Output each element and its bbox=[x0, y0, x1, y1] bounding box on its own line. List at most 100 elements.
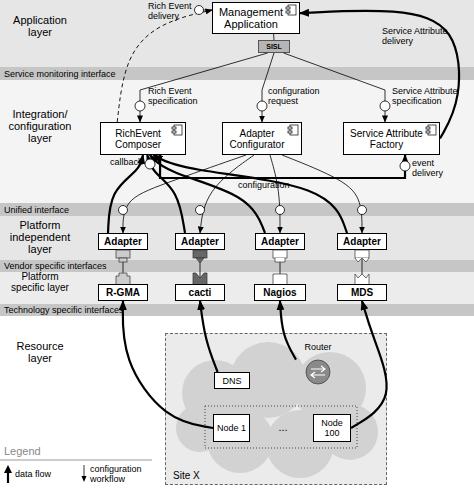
legend-text: data flow bbox=[15, 469, 75, 479]
data-flow-arrow bbox=[351, 301, 387, 428]
node-group-outline bbox=[205, 406, 357, 448]
component-box: RichEvent Composer bbox=[100, 122, 186, 155]
platform-socket bbox=[273, 274, 287, 284]
component-icon-tab bbox=[426, 131, 430, 133]
platform-socket bbox=[355, 274, 369, 284]
data-flow-arrow bbox=[150, 155, 265, 233]
config-arrow bbox=[140, 53, 268, 122]
data-flow-arrow bbox=[300, 11, 459, 139]
interface-tag: SISL bbox=[258, 40, 290, 53]
annotation-label: Resource layer bbox=[4, 340, 76, 364]
interface-circle bbox=[195, 6, 204, 15]
legend-data-flow-sample bbox=[7, 472, 9, 483]
adapter-plug-tip bbox=[275, 258, 285, 262]
node-text: Adapter bbox=[343, 236, 381, 247]
plug-link bbox=[200, 250, 201, 284]
node-text: R-GMA bbox=[106, 287, 140, 298]
cloud-lobe bbox=[207, 407, 273, 473]
node-text: Site X bbox=[173, 470, 200, 481]
config-arrow bbox=[200, 155, 254, 233]
component-icon-tab bbox=[288, 127, 292, 129]
node-text: SISL bbox=[266, 43, 282, 50]
node-text: Adapter bbox=[104, 236, 142, 247]
adapter-box: Adapter bbox=[175, 233, 225, 250]
callback-circle bbox=[145, 159, 155, 169]
component-box: Management Application bbox=[212, 2, 300, 34]
server-box: DNS bbox=[214, 372, 250, 389]
platform-socket bbox=[116, 273, 130, 284]
component-box: Service Attribute Factory bbox=[343, 122, 440, 155]
interface-circle bbox=[257, 101, 267, 111]
event-delivery-circle bbox=[400, 161, 410, 171]
interface-label: configuration request bbox=[268, 86, 330, 106]
node-text: Adapter bbox=[261, 236, 299, 247]
node-text: Adapter Configurator bbox=[225, 128, 289, 150]
annotation-label: Legend bbox=[4, 446, 64, 457]
annotation-label: Integration/ configuration layer bbox=[4, 108, 76, 144]
data-flow-arrow bbox=[200, 301, 218, 372]
site-backdrop bbox=[165, 333, 387, 485]
config-arrow bbox=[284, 53, 385, 122]
router-icon bbox=[306, 360, 330, 384]
plug-link bbox=[280, 250, 281, 284]
node-text: Technology specific interfaces bbox=[4, 305, 124, 315]
plug-connectors bbox=[116, 250, 369, 284]
node-text: Service monitoring interface bbox=[4, 69, 116, 79]
interface-circle bbox=[196, 206, 205, 215]
component-icons bbox=[172, 5, 436, 135]
interface-circle bbox=[276, 206, 285, 215]
legend-data-flow-head bbox=[4, 465, 12, 473]
host-box: Node 100 bbox=[313, 414, 351, 442]
node-text: Management Application bbox=[215, 6, 287, 30]
platform-box: R-GMA bbox=[98, 284, 148, 301]
node-text: DNS bbox=[222, 376, 241, 386]
interface-circle bbox=[380, 101, 390, 111]
config-arrow bbox=[262, 53, 274, 122]
dashed-delivery-arrow bbox=[117, 10, 212, 122]
node-text: Service Attribute Factory bbox=[346, 128, 427, 150]
interface-circle bbox=[358, 206, 367, 215]
annotation-label: ... bbox=[270, 422, 296, 433]
component-icon-tab bbox=[172, 131, 176, 133]
adapter-plug bbox=[273, 250, 287, 258]
interface-label: event delivery bbox=[412, 158, 467, 178]
legend-config-head bbox=[82, 476, 87, 482]
node-text: Unified interface bbox=[4, 205, 69, 215]
platform-specific-region bbox=[0, 272, 474, 304]
component-icon-tab bbox=[288, 131, 292, 133]
adapter-plug-tip bbox=[196, 258, 204, 263]
config-arrow bbox=[270, 155, 280, 233]
node-text: Vendor specific interfaces bbox=[4, 261, 107, 271]
component-icon-tab bbox=[172, 127, 176, 129]
platform-independent-region bbox=[0, 216, 474, 260]
interface-label: Service Attribute specification bbox=[392, 86, 472, 106]
interface-stalk bbox=[203, 10, 212, 11]
annotation-label: Platform specific layer bbox=[4, 272, 76, 293]
node-text: Node 100 bbox=[314, 418, 350, 438]
node-text: Nagios bbox=[263, 287, 296, 298]
site-region: Site XDNSRouterNode 1Node 100 bbox=[165, 333, 387, 485]
router-node: Router bbox=[296, 342, 340, 386]
component-icon bbox=[174, 125, 182, 135]
adapter-plug bbox=[355, 250, 369, 258]
adapter-box: Adapter bbox=[255, 233, 305, 250]
interface-lollipops bbox=[119, 6, 411, 215]
plug-link bbox=[362, 250, 363, 284]
node-text: RichEvent Composer bbox=[103, 128, 173, 150]
plug-link bbox=[123, 250, 124, 284]
legend-text: configuration workflow bbox=[90, 464, 156, 484]
legend-rule bbox=[0, 460, 152, 461]
annotation-label: Application layer bbox=[4, 14, 76, 38]
interface-band: Unified interface bbox=[0, 203, 474, 216]
component-icon bbox=[428, 125, 436, 135]
annotation-label: Platform independent layer bbox=[4, 219, 76, 255]
router-arrows bbox=[311, 366, 325, 378]
adapter-plug-tip bbox=[355, 258, 369, 262]
platform-socket bbox=[193, 273, 207, 284]
component-icon-tab bbox=[426, 127, 430, 129]
data-flow-arrow bbox=[280, 301, 296, 360]
component-icon-tab bbox=[286, 11, 290, 13]
